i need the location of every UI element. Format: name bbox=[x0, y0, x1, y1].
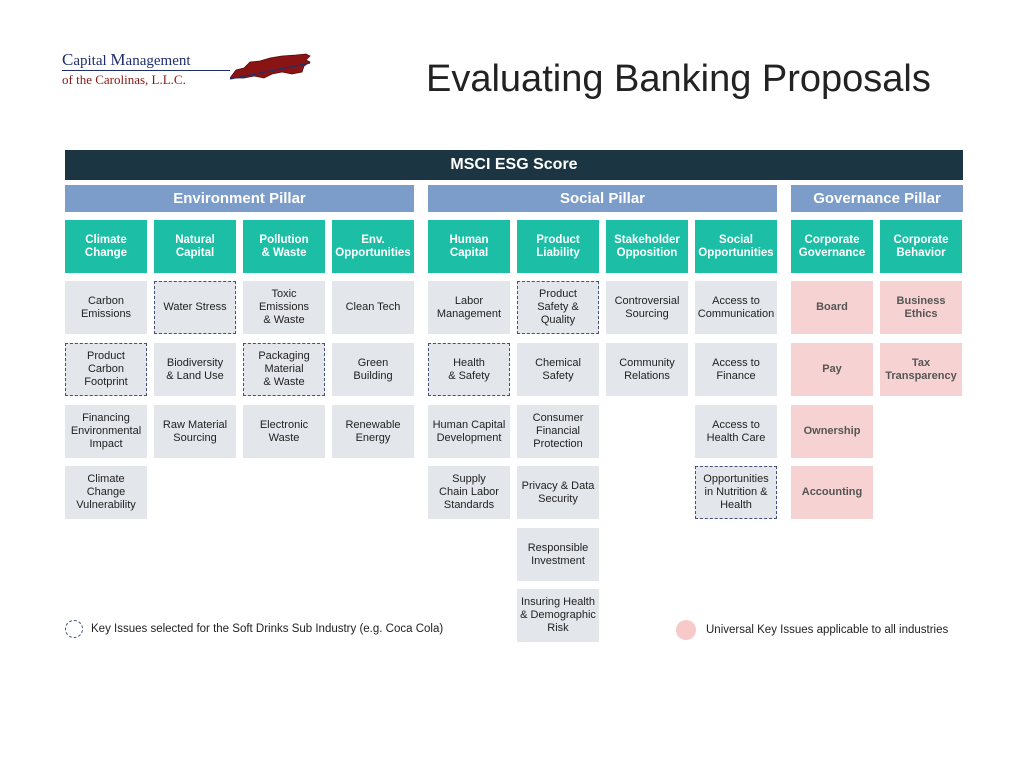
theme-7: Social Opportunities bbox=[695, 220, 777, 273]
environment-pillar: Environment Pillar bbox=[65, 185, 414, 212]
legend-key-issues-label: Key Issues selected for the Soft Drinks … bbox=[91, 623, 444, 635]
issue-cell: Access to Communication bbox=[695, 281, 777, 334]
theme-9: Corporate Behavior bbox=[880, 220, 962, 273]
issue-cell: Financing Environmental Impact bbox=[65, 405, 147, 458]
issue-cell: Supply Chain Labor Standards bbox=[428, 466, 510, 519]
governance-pillar: Governance Pillar bbox=[791, 185, 963, 212]
issue-cell: Raw Material Sourcing bbox=[154, 405, 236, 458]
theme-1: Natural Capital bbox=[154, 220, 236, 273]
issue-cell: Product Safety & Quality bbox=[517, 281, 599, 334]
issue-cell: Labor Management bbox=[428, 281, 510, 334]
issue-cell: Controversial Sourcing bbox=[606, 281, 688, 334]
msci-esg-score-header: MSCI ESG Score bbox=[65, 150, 963, 180]
issue-cell: Carbon Emissions bbox=[65, 281, 147, 334]
issue-cell: Access to Finance bbox=[695, 343, 777, 396]
issue-cell: Tax Transparency bbox=[880, 343, 962, 396]
issue-cell: Opportunities in Nutrition & Health bbox=[695, 466, 777, 519]
theme-5: Product Liability bbox=[517, 220, 599, 273]
legend-universal-label: Universal Key Issues applicable to all i… bbox=[706, 624, 949, 636]
issue-cell: Privacy & Data Security bbox=[517, 466, 599, 519]
logo-company-subname: of the Carolinas, L.L.C. bbox=[62, 72, 186, 87]
theme-2: Pollution & Waste bbox=[243, 220, 325, 273]
theme-0: Climate Change bbox=[65, 220, 147, 273]
legend-universal: Universal Key Issues applicable to all i… bbox=[676, 620, 948, 640]
dashed-circle-icon bbox=[65, 620, 83, 638]
issue-cell: Business Ethics bbox=[880, 281, 962, 334]
issue-cell: Product Carbon Footprint bbox=[65, 343, 147, 396]
issue-cell: Pay bbox=[791, 343, 873, 396]
issue-cell: Ownership bbox=[791, 405, 873, 458]
issue-cell: Green Building bbox=[332, 343, 414, 396]
issue-cell: Insuring Health & Demographic Risk bbox=[517, 589, 599, 642]
issue-cell: Access to Health Care bbox=[695, 405, 777, 458]
theme-8: Corporate Governance bbox=[791, 220, 873, 273]
issue-cell: Consumer Financial Protection bbox=[517, 405, 599, 458]
issue-cell: Human Capital Development bbox=[428, 405, 510, 458]
issue-cell: Water Stress bbox=[154, 281, 236, 334]
issue-cell: Accounting bbox=[791, 466, 873, 519]
issue-cell: Biodiversity & Land Use bbox=[154, 343, 236, 396]
theme-6: Stakeholder Opposition bbox=[606, 220, 688, 273]
logo-company-name: Capital Management bbox=[62, 50, 191, 69]
issue-cell: Board bbox=[791, 281, 873, 334]
north-carolina-map-icon bbox=[230, 53, 311, 80]
issue-cell: Chemical Safety bbox=[517, 343, 599, 396]
issue-cell: Toxic Emissions & Waste bbox=[243, 281, 325, 334]
theme-4: Human Capital bbox=[428, 220, 510, 273]
logo-rule bbox=[62, 70, 230, 71]
legend-key-issues: Key Issues selected for the Soft Drinks … bbox=[65, 620, 443, 638]
issue-cell: Climate Change Vulnerability bbox=[65, 466, 147, 519]
pink-circle-icon bbox=[676, 620, 696, 640]
company-logo: Capital Management of the Carolinas, L.L… bbox=[62, 50, 312, 90]
page-title: Evaluating Banking Proposals bbox=[426, 58, 931, 100]
issue-cell: Community Relations bbox=[606, 343, 688, 396]
issue-cell: Health & Safety bbox=[428, 343, 510, 396]
social-pillar: Social Pillar bbox=[428, 185, 777, 212]
issue-cell: Clean Tech bbox=[332, 281, 414, 334]
issue-cell: Electronic Waste bbox=[243, 405, 325, 458]
issue-cell: Renewable Energy bbox=[332, 405, 414, 458]
theme-3: Env. Opportunities bbox=[332, 220, 414, 273]
issue-cell: Responsible Investment bbox=[517, 528, 599, 581]
issue-cell: Packaging Material & Waste bbox=[243, 343, 325, 396]
